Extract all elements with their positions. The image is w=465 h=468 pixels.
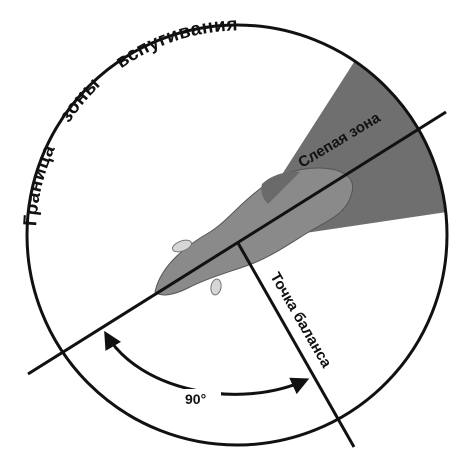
boundary-word-1: Граница (20, 141, 60, 226)
boundary-word-2: зоны (56, 74, 105, 127)
angle-label: 90° (185, 391, 206, 407)
animal-ear-right (210, 278, 223, 295)
right-angle-arc (106, 334, 306, 394)
body-axis-line (28, 112, 446, 374)
boundary-label: Граница зоны вспугивания (20, 14, 238, 226)
boundary-word-3: вспугивания (112, 14, 238, 72)
balance-point-line (238, 243, 354, 447)
